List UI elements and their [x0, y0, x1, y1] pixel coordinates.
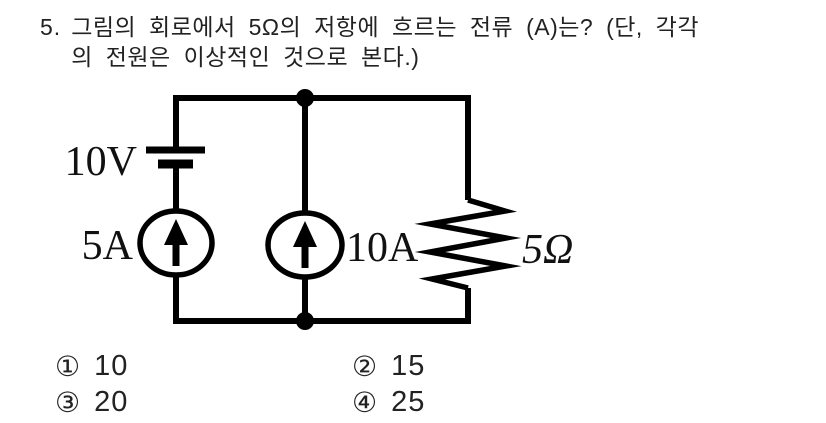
- question-text-line2: 의 전원은 이상적인 것으로 본다.): [71, 44, 420, 70]
- question-block: 5. 그림의 회로에서 5Ω의 저항에 흐르는 전류 (A)는? (단, 각각 …: [40, 12, 699, 72]
- answer-option-3: ③ 20: [55, 388, 128, 417]
- current-source-10a-arrow-head: [293, 221, 317, 247]
- current-source-10a-label: 10A: [346, 225, 419, 271]
- top-junction-dot: [296, 89, 314, 107]
- answer-option-1: ① 10: [55, 352, 128, 381]
- option-3-value: 20: [94, 386, 129, 418]
- resistor-zigzag: [414, 197, 522, 291]
- current-source-5a-label: 5A: [82, 223, 134, 269]
- option-4-marker: ④: [352, 386, 378, 418]
- top-wire: [173, 95, 471, 200]
- option-2-value: 15: [391, 350, 426, 382]
- resistor-label: 5Ω: [522, 227, 573, 273]
- option-3-marker: ③: [55, 386, 81, 418]
- option-4-value: 25: [391, 386, 426, 418]
- bottom-junction-dot: [296, 312, 314, 330]
- bottom-wire: [173, 275, 471, 324]
- question-number: 5.: [40, 14, 62, 40]
- option-2-marker: ②: [352, 350, 378, 382]
- option-1-value: 10: [94, 350, 129, 382]
- answer-option-2: ② 15: [352, 352, 425, 381]
- voltage-source-label: 10V: [65, 139, 137, 185]
- option-1-marker: ①: [55, 350, 81, 382]
- current-source-5a-arrow-head: [164, 219, 188, 245]
- answer-option-4: ④ 25: [352, 388, 425, 417]
- question-text-line1: 그림의 회로에서 5Ω의 저항에 흐르는 전류 (A)는? (단, 각각: [71, 14, 699, 40]
